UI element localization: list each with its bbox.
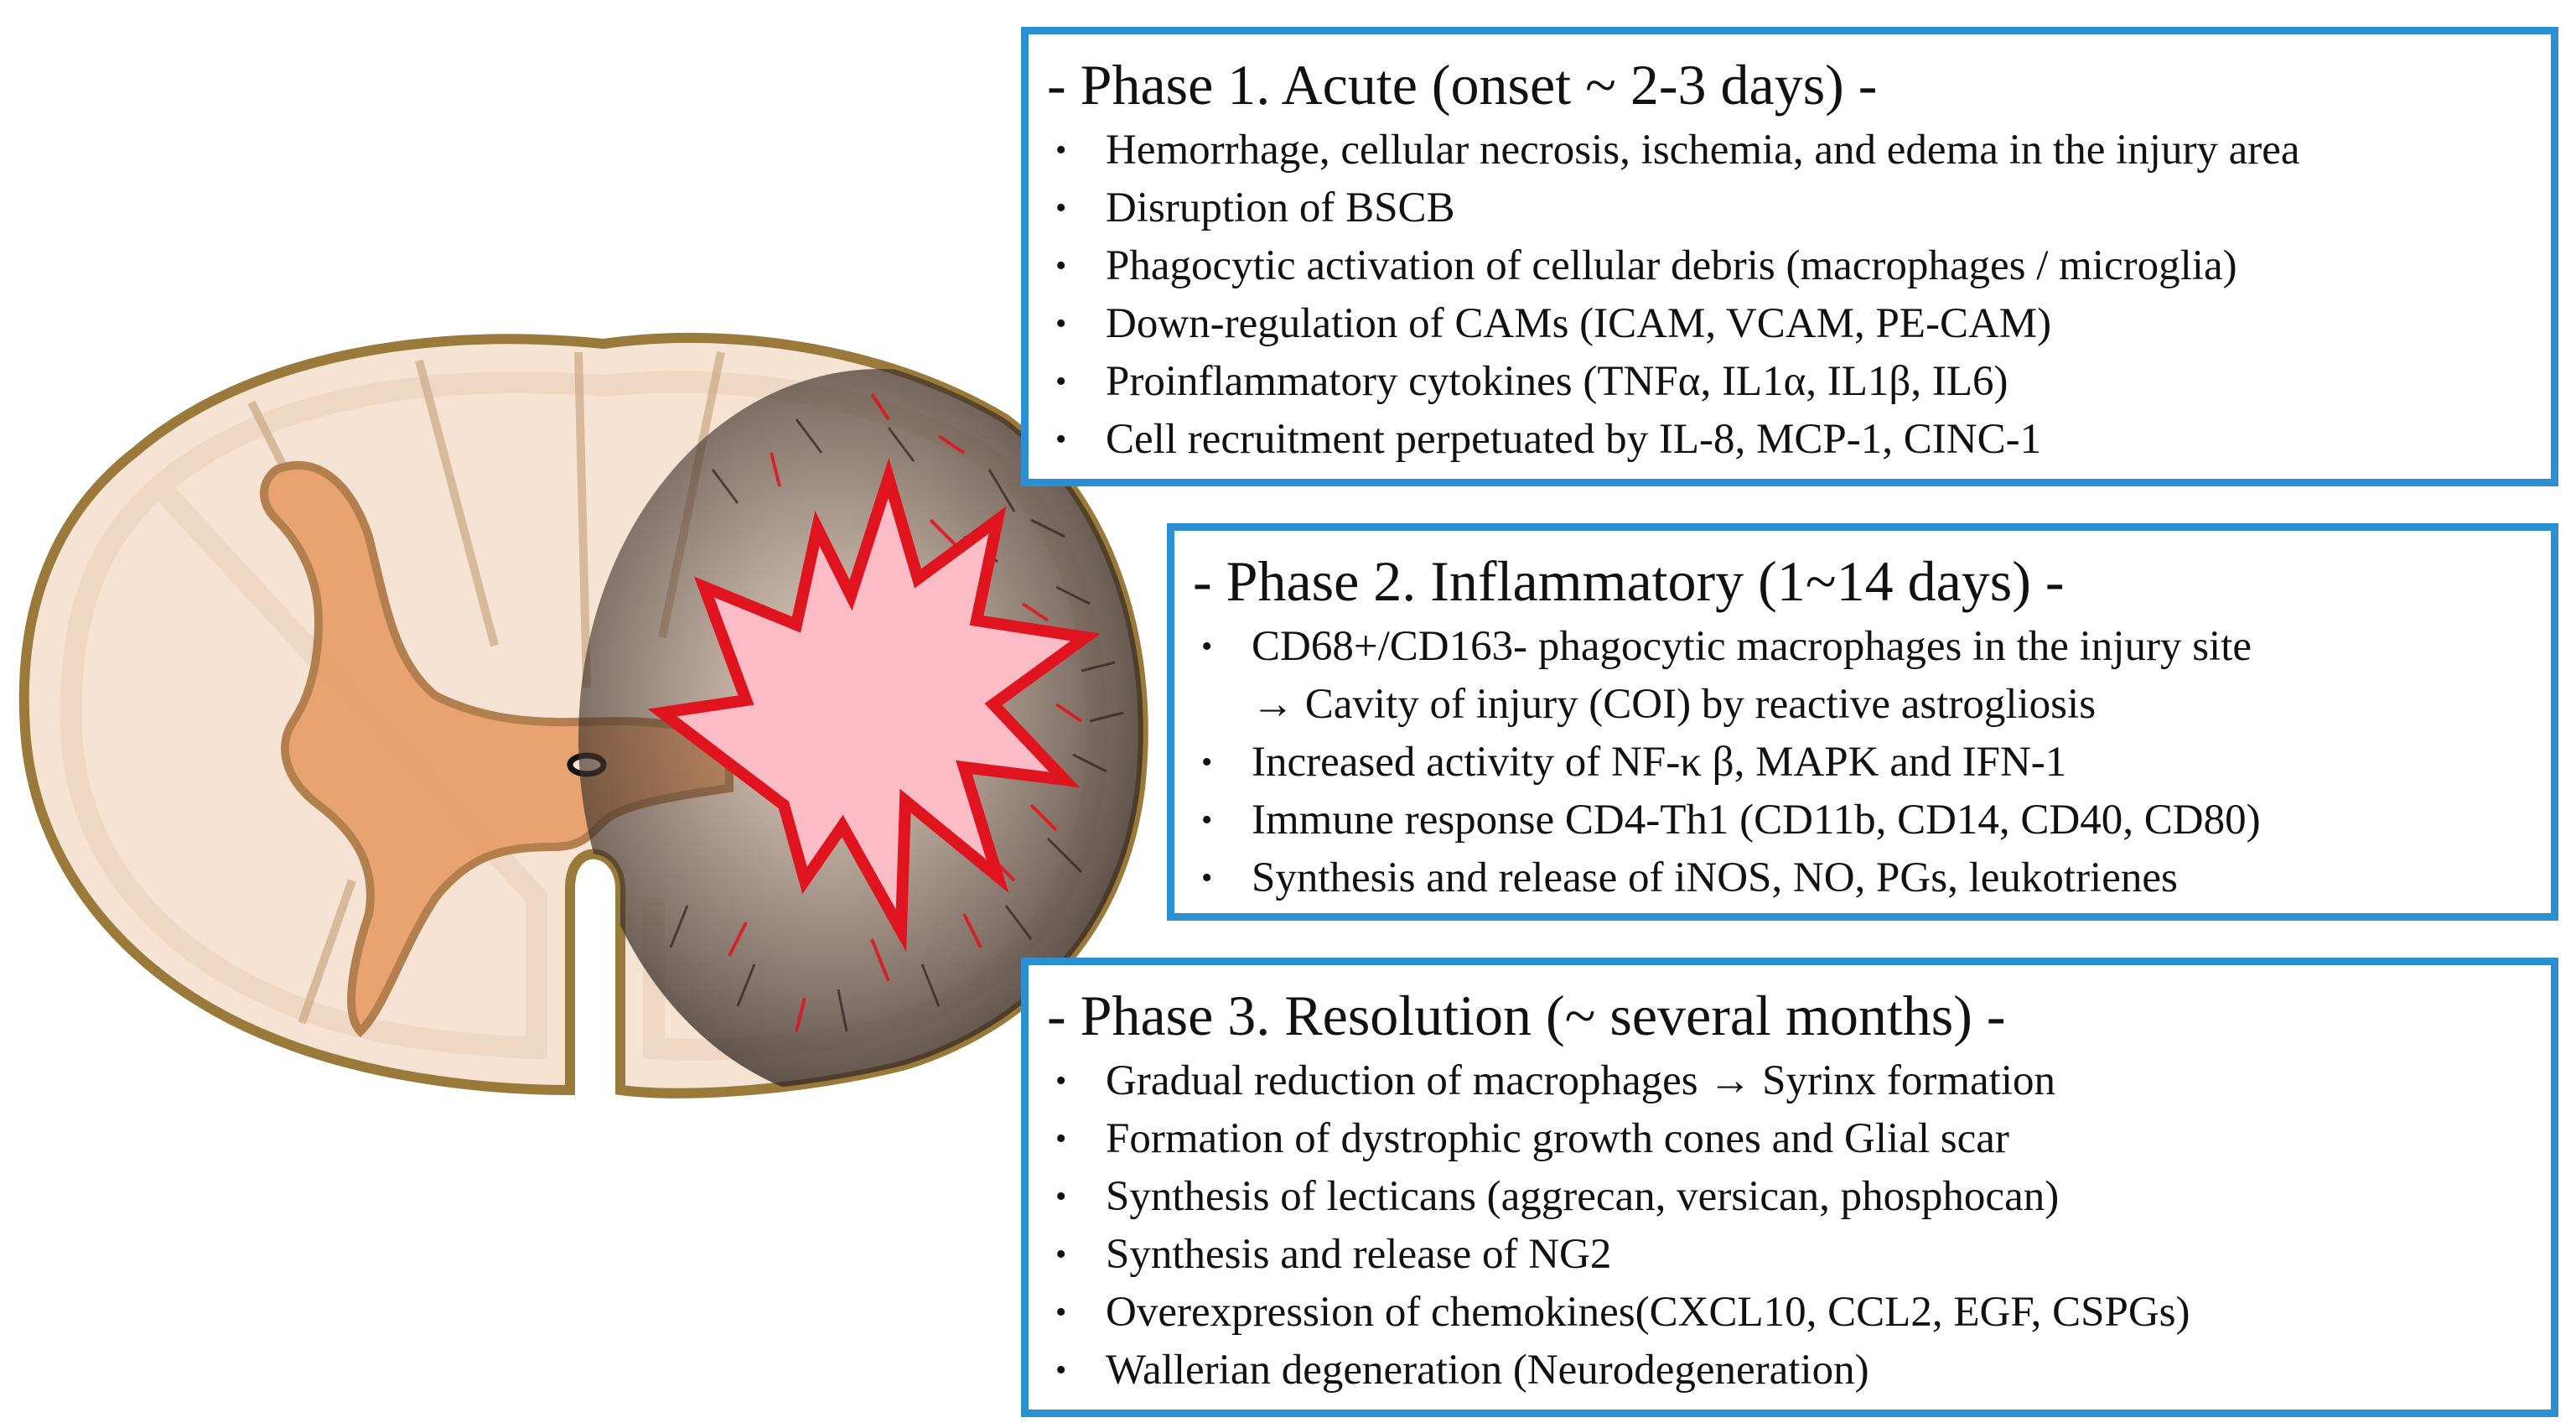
list-item: •Increased activity of NF-κ β, MAPK and … (1201, 739, 2067, 786)
list-item: •Proinflammatory cytokines (TNFα, IL1α, … (1055, 358, 2008, 405)
phase-1-list: •Hemorrhage, cellular necrosis, ischemia… (1047, 122, 2526, 469)
phase-1-title: - Phase 1. Acute (onset ~ 2-3 days) - (1047, 53, 1878, 117)
phase-1-box: - Phase 1. Acute (onset ~ 2-3 days) - •H… (1021, 27, 2558, 486)
list-item-continuation: → Cavity of injury (COI) by reactive ast… (1252, 681, 2097, 728)
list-item: •Hemorrhage, cellular necrosis, ischemia… (1055, 127, 2300, 174)
injury-star (647, 458, 1101, 953)
list-item: •Immune response CD4-Th1 (CD11b, CD14, C… (1201, 797, 2261, 844)
list-item: •CD68+/CD163- phagocytic macrophages in … (1193, 618, 2526, 734)
phase-3-title: - Phase 3. Resolution (~ several months)… (1047, 984, 2006, 1047)
list-item: •Gradual reduction of macrophages → Syri… (1055, 1057, 2056, 1104)
spinal-cord-cross-section (18, 332, 1148, 1098)
phase-2-list: •CD68+/CD163- phagocytic macrophages in … (1193, 618, 2526, 907)
phase-2-box: - Phase 2. Inflammatory (1~14 days) - •C… (1167, 523, 2558, 921)
list-item: •Down-regulation of CAMs (ICAM, VCAM, PE… (1055, 300, 2052, 347)
gray-matter (260, 460, 733, 1038)
phase-3-box: - Phase 3. Resolution (~ several months)… (1021, 958, 2558, 1417)
phase-3-list: •Gradual reduction of macrophages → Syri… (1047, 1052, 2526, 1399)
list-item: •Phagocytic activation of cellular debri… (1055, 242, 2237, 289)
list-item: •Cell recruitment perpetuated by IL-8, M… (1055, 416, 2042, 463)
list-item: •Synthesis of lecticans (aggrecan, versi… (1055, 1173, 2060, 1220)
list-item: •Synthesis and release of NG2 (1055, 1231, 1612, 1278)
list-item: •Formation of dystrophic growth cones an… (1055, 1115, 2009, 1162)
list-item: •Overexpression of chemokines(CXCL10, CC… (1055, 1289, 2190, 1336)
list-item: •Disruption of BSCB (1055, 184, 1455, 231)
phase-2-title: - Phase 2. Inflammatory (1~14 days) - (1193, 549, 2065, 613)
list-item: •Wallerian degeneration (Neurodegenerati… (1055, 1347, 1869, 1394)
list-item: •Synthesis and release of iNOS, NO, PGs,… (1201, 854, 2178, 901)
